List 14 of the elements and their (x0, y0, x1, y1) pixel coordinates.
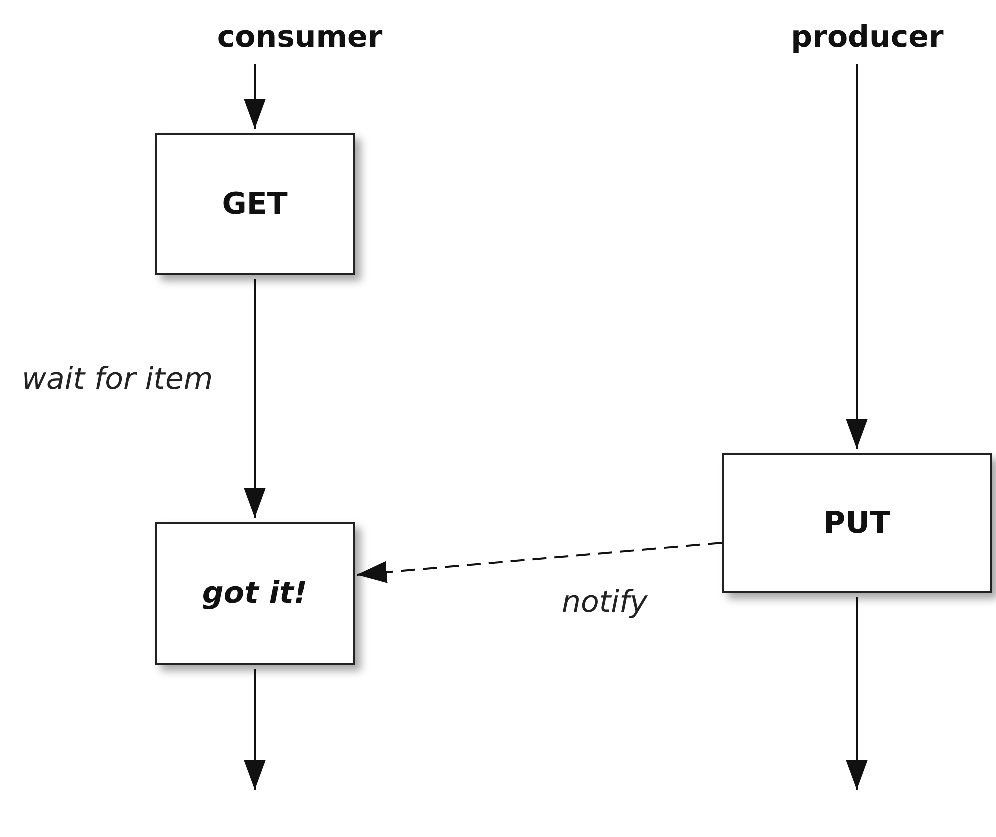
box-label: GET (222, 186, 288, 222)
arrow (244, 669, 266, 790)
arrow (846, 64, 868, 449)
arrow (244, 64, 266, 129)
box-label: got it! (202, 576, 308, 611)
arrow (356, 542, 722, 584)
arrow (846, 597, 868, 790)
process-box (722, 453, 992, 593)
arrow (244, 279, 266, 518)
actor-label: consumer (217, 20, 383, 55)
process-box (155, 133, 355, 275)
box-label: PUT (824, 506, 890, 540)
actor-label: producer (791, 20, 944, 55)
process-box (155, 522, 355, 665)
